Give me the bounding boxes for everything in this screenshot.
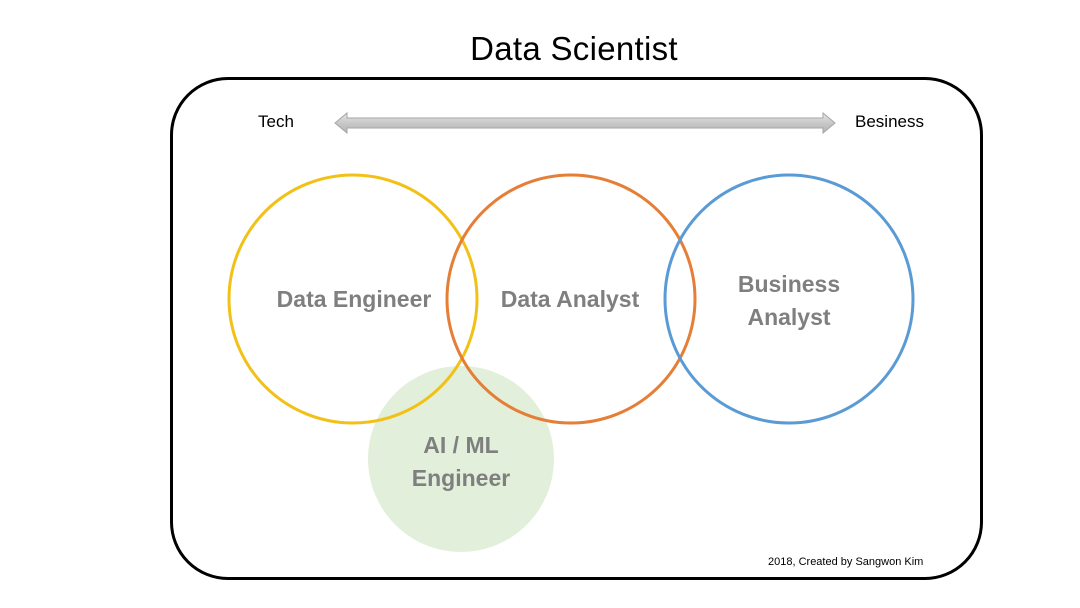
ai-ml-engineer-circle bbox=[368, 366, 554, 552]
business-analyst-label: Business Analyst bbox=[737, 271, 841, 330]
credit-text: 2018, Created by Sangwon Kim bbox=[768, 556, 924, 568]
tech-label: Tech bbox=[258, 112, 294, 131]
data-analyst-circle bbox=[445, 173, 697, 425]
business-analyst-circle bbox=[663, 173, 915, 425]
ai-ml-engineer-label: AI / ML Engineer bbox=[411, 432, 511, 491]
data-scientist-frame bbox=[170, 77, 983, 580]
tech-business-double-arrow-icon bbox=[334, 111, 836, 135]
business-label: Besiness bbox=[855, 112, 924, 131]
data-analyst-label: Data Analyst bbox=[500, 286, 640, 312]
page-title: Data Scientist bbox=[470, 30, 678, 67]
data-engineer-label: Data Engineer bbox=[276, 286, 432, 312]
data-engineer-circle bbox=[227, 173, 479, 425]
